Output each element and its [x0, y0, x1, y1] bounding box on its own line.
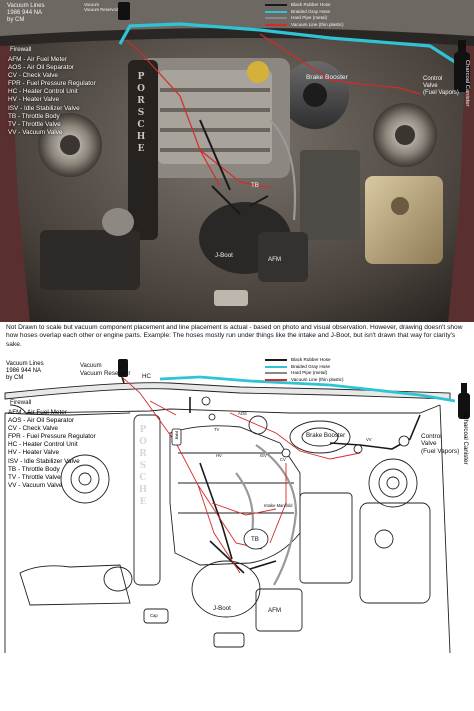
black-hose-swatch [265, 4, 287, 7]
drawing-label-reservoir: Vacuum Reservoir [80, 370, 131, 377]
drawing-abbrev-tv: TV - Throttle Valve [8, 473, 61, 481]
engine-bay-photo: Vacuum Lines 1986 944 NA by CM Vacuum Va… [0, 0, 474, 322]
photo-title-line1: Vacuum Lines [7, 3, 45, 9]
photo-title-block: Vacuum Lines 1986 944 NA by CM [7, 3, 45, 24]
drawing-abbrev-fpr: FPR - Fuel Pressure Regulator [8, 433, 96, 441]
photo-label-valve: Valve [423, 83, 438, 89]
drawing-abbrev-aos: AOS - Air Oil Separator [8, 417, 75, 425]
photo-abbrev-aos: AOS - Air Oil Separator [8, 64, 75, 72]
photo-abbrev-vv: VV - Vacuum Valve [8, 128, 63, 136]
drawing-legend: Black Rubber Hose Braided Gray Hose Hard… [265, 357, 377, 383]
drawing-label-reservoir-block: Vacuum [80, 363, 102, 370]
drawing-label-aos: AOS [238, 411, 247, 416]
hard-pipe-swatch [265, 17, 287, 20]
photo-abbrev-isv: ISV - Idle Stabilizer Valve [8, 104, 80, 112]
drawing-label-fpr: FPR [174, 431, 179, 440]
photo-legend-label-braided: Braided Gray Hose [291, 8, 331, 14]
drawing-label-fuel-vapors: (Fuel Vapors) [421, 447, 460, 455]
drawing-valve-cover-brand: PORSCHE [138, 425, 148, 509]
drawing-label-cv: CV [280, 457, 286, 462]
photo-legend-row-braided: Braided Gray Hose [265, 9, 377, 16]
drawing-abbrev-hc: HC - Heater Control Unit [8, 441, 78, 449]
photo-abbrev-afm: AFM - Air Fuel Meter [8, 56, 67, 63]
photo-legend-row-pipe: Hard Pipe (metal) [265, 15, 377, 22]
photo-label-control: Control [423, 76, 443, 82]
photo-legend: Black Rubber Hose Braided Gray Hose Hard… [265, 2, 377, 28]
photo-title-line3: by CM [7, 17, 25, 23]
drawing-label-intake-manifold: Intake Manifold [264, 503, 293, 508]
drawing-label-control-valve-block: Control Valve (Fuel Vapors) [421, 433, 459, 455]
photo-label-vacuum: Vacuum [84, 2, 100, 7]
photo-abbrev-fpr: FPR - Fuel Pressure Regulator [8, 80, 96, 88]
drawing-label-j-boot: J-Boot [213, 605, 231, 612]
drawing-label-firewall: Firewall [10, 399, 32, 406]
black-hose-swatch [265, 359, 287, 362]
engine-bay-photo-illustration [0, 0, 474, 322]
drawing-label-valve: Valve [421, 440, 437, 448]
photo-abbrev-hv: HV - Heater Valve [8, 96, 60, 104]
drawing-abbrev-afm: AFM - Air Fuel Meter [8, 409, 67, 416]
drawing-abbrev-vv: VV - Vacuum Valve [8, 481, 63, 489]
vacuum-line-drawing-illustration [4, 359, 470, 653]
drawing-abbreviation-list: AFM - Air Fuel Meter AOS - Air Oil Separ… [8, 409, 96, 490]
braided-hose-swatch [265, 365, 287, 368]
hard-pipe-swatch [265, 372, 287, 375]
drawing-legend-label-vacuum: Vacuum Line (thin plastic) [291, 376, 344, 382]
photo-abbrev-tb: TB - Throttle Body [8, 112, 60, 120]
drawing-title-line2: 1986 944 NA [6, 368, 42, 374]
drawing-label-isv: ISV [260, 453, 267, 458]
drawing-legend-label-black: Black Rubber Hose [291, 357, 331, 363]
photo-abbrev-tv: TV - Throttle Valve [8, 120, 61, 128]
photo-title-line2: 1986 944 NA [7, 10, 43, 16]
photo-legend-row-vacuum: Vacuum Line (thin plastic) [265, 22, 377, 29]
photo-label-brake-booster: Brake Booster [306, 74, 348, 81]
drawing-abbrev-cv: CV - Check Valve [8, 425, 58, 433]
drawing-title-block: Vacuum Lines 1986 944 NA by CM [6, 361, 44, 382]
photo-legend-label-black: Black Rubber Hose [291, 2, 331, 8]
drawing-label-vv: VV [366, 437, 372, 442]
photo-abbrev-cv: CV - Check Valve [8, 72, 58, 80]
drawing-label-control: Control [421, 433, 442, 440]
drawing-legend-label-pipe: Hard Pipe (metal) [291, 370, 327, 376]
vacuum-line-swatch [265, 23, 287, 26]
drawing-label-tb: TB [251, 536, 259, 543]
drawing-abbrev-tb: TB - Throttle Body [8, 465, 60, 473]
drawing-label-afm: AFM [268, 607, 282, 614]
drawing-label-brake-booster: Brake Booster [306, 432, 346, 439]
drawing-label-charcoal-canister: Charcoal Canister [462, 415, 469, 465]
photo-label-afm: AFM [268, 256, 282, 263]
photo-label-control-valve-block: Control Valve (Fuel Vapors) [423, 76, 459, 97]
photo-label-tb: TB [251, 182, 259, 189]
photo-legend-row-black: Black Rubber Hose [265, 2, 377, 9]
photo-label-charcoal-canister: Charcoal Canister [464, 60, 470, 107]
drawing-title-line3: by CM [6, 375, 24, 381]
photo-label-reservoir: Vacuum Reservoir [84, 7, 119, 12]
drawing-legend-row-black: Black Rubber Hose [265, 357, 377, 364]
photo-abbrev-hc: HC - Heater Control Unit [8, 88, 78, 96]
photo-valve-cover-brand: PORSCHE [136, 72, 146, 156]
photo-label-firewall: Firewall [10, 46, 32, 53]
photo-abbreviation-list: AFM - Air Fuel Meter AOS - Air Oil Separ… [8, 56, 96, 137]
photo-label-j-boot: J-Boot [215, 252, 233, 259]
photo-legend-label-vacuum: Vacuum Line (thin plastic) [291, 21, 344, 27]
vacuum-line-drawing: Vacuum Lines 1986 944 NA by CM Vacuum Va… [0, 353, 474, 653]
drawing-legend-row-braided: Braided Gray Hose [265, 364, 377, 371]
drawing-label-tv: TV [214, 427, 220, 432]
diagram-caption: Not Drawn to scale but vacuum component … [6, 324, 463, 348]
drawing-abbrev-isv: ISV - Idle Stabilizer Valve [8, 457, 80, 465]
photo-legend-label-pipe: Hard Pipe (metal) [291, 15, 327, 21]
drawing-legend-label-braided: Braided Gray Hose [291, 363, 331, 369]
drawing-label-hv: HV [216, 453, 222, 458]
drawing-title-line1: Vacuum Lines [6, 361, 44, 367]
braided-hose-swatch [265, 10, 287, 13]
drawing-label-cap: Cap [150, 613, 158, 618]
drawing-label-vacuum: Vacuum [80, 363, 102, 369]
drawing-legend-row-vacuum: Vacuum Line (thin plastic) [265, 377, 377, 384]
drawing-legend-row-pipe: Hard Pipe (metal) [265, 370, 377, 377]
photo-label-fuel-vapors: (Fuel Vapors) [423, 90, 459, 96]
drawing-label-hc: HC [142, 373, 151, 380]
drawing-abbrev-hv: HV - Heater Valve [8, 449, 60, 457]
vacuum-line-swatch [265, 378, 287, 381]
